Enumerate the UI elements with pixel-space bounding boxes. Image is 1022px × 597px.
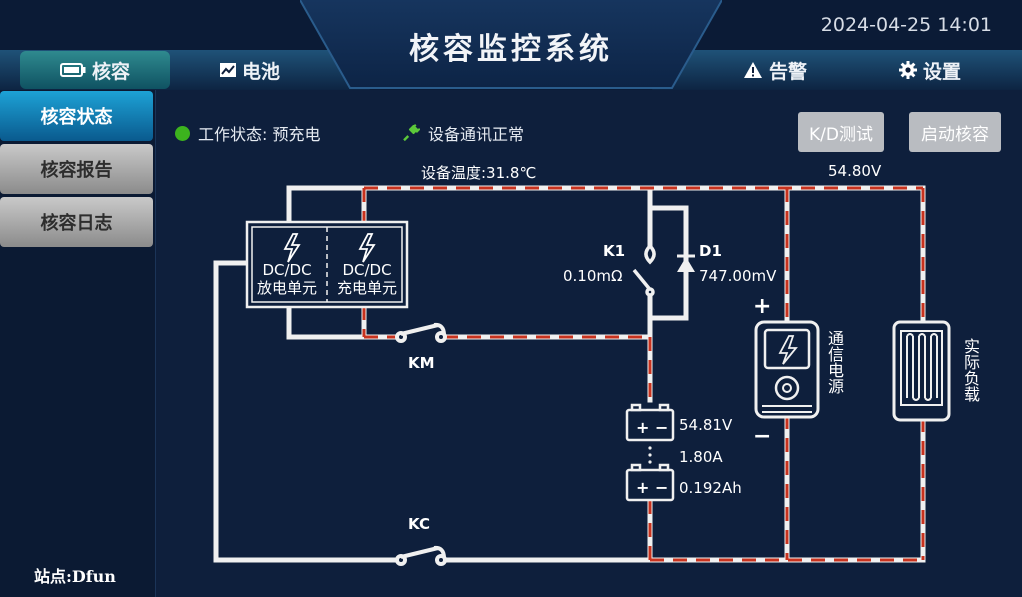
battery-bottom-minus: − (655, 478, 669, 497)
battery-link-dots (648, 446, 652, 464)
tab-settings-label: 设置 (922, 60, 961, 83)
load-device (892, 320, 951, 422)
station-name: 站点:Dfun (34, 567, 116, 586)
dcdc-discharge-label: DC/DC 放电单元 (247, 261, 327, 297)
power-source (754, 320, 820, 419)
sidebar-item-capacity-status[interactable]: 核容状态 (0, 91, 153, 141)
battery-top-plus: + (636, 418, 650, 437)
battery-bottom-plus: + (636, 478, 650, 497)
tab-capacity-label: 核容 (91, 60, 130, 83)
d1-diode (677, 254, 695, 272)
work-state-indicator: 工作状态: 预充电 (175, 121, 320, 145)
warning-icon (743, 62, 762, 78)
load-label: 实际负载 (961, 338, 980, 402)
bolt-icon (283, 233, 301, 263)
battery-top-minus: − (655, 418, 669, 437)
kd-test-button[interactable]: K/D测试 (798, 112, 884, 152)
page-title: 核容监控系统 (409, 32, 613, 67)
start-check-button[interactable]: 启动核容 (909, 112, 1001, 152)
dcdc-charge-type: DC/DC (342, 261, 392, 279)
tab-settings[interactable]: 设置 (860, 51, 1000, 89)
battery-current: 1.80A (679, 448, 723, 466)
bolt-icon (358, 233, 376, 263)
k1-switch (632, 244, 656, 297)
work-state-text: 工作状态: 预充电 (198, 125, 321, 144)
dcdc-charge-name: 充电单元 (336, 279, 397, 297)
comm-state-text: 设备通讯正常 (428, 125, 525, 144)
km-label: KM (408, 354, 435, 372)
k1-resistance: 0.10mΩ (563, 267, 623, 285)
datetime-display: 2024-04-25 14:01 (820, 14, 992, 36)
tab-alarm-label: 告警 (768, 60, 807, 83)
comm-state-indicator: 设备通讯正常 (402, 121, 524, 145)
current-flow-path (362, 186, 925, 562)
device-temperature: 设备温度:31.8℃ (421, 164, 537, 182)
psu-minus-sign: − (753, 424, 772, 449)
psu-plus-sign: + (753, 294, 772, 319)
d1-voltage: 747.00mV (699, 267, 777, 285)
battery-icon (59, 63, 86, 77)
sidebar-item-capacity-report[interactable]: 核容报告 (0, 144, 153, 194)
kc-label: KC (408, 515, 430, 533)
d1-label: D1 (699, 242, 722, 260)
battery-voltage: 54.81V (679, 416, 733, 434)
battery-capacity: 0.192Ah (679, 479, 742, 497)
k1-label: K1 (603, 242, 626, 260)
kc-switch (395, 545, 447, 566)
status-ok-dot (175, 125, 190, 141)
tab-battery[interactable]: 电池 (190, 51, 310, 89)
dcdc-discharge-name: 放电单元 (256, 279, 317, 297)
tab-alarm[interactable]: 告警 (705, 51, 845, 89)
gear-icon (898, 61, 917, 79)
plug-icon (403, 124, 420, 142)
sidebar-item-capacity-log[interactable]: 核容日志 (0, 197, 153, 247)
tab-battery-label: 电池 (241, 60, 280, 83)
chart-icon (219, 63, 236, 77)
km-switch (395, 322, 447, 343)
bus-voltage: 54.80V (828, 162, 882, 180)
dcdc-unit (245, 220, 409, 309)
power-source-label: 通信电源 (825, 330, 844, 394)
dcdc-discharge-type: DC/DC (262, 261, 312, 279)
battery-cell-bottom (625, 463, 675, 502)
tab-capacity[interactable]: 核容 (20, 51, 170, 89)
dcdc-charge-label: DC/DC 充电单元 (327, 261, 407, 297)
battery-cell-top (625, 403, 675, 442)
